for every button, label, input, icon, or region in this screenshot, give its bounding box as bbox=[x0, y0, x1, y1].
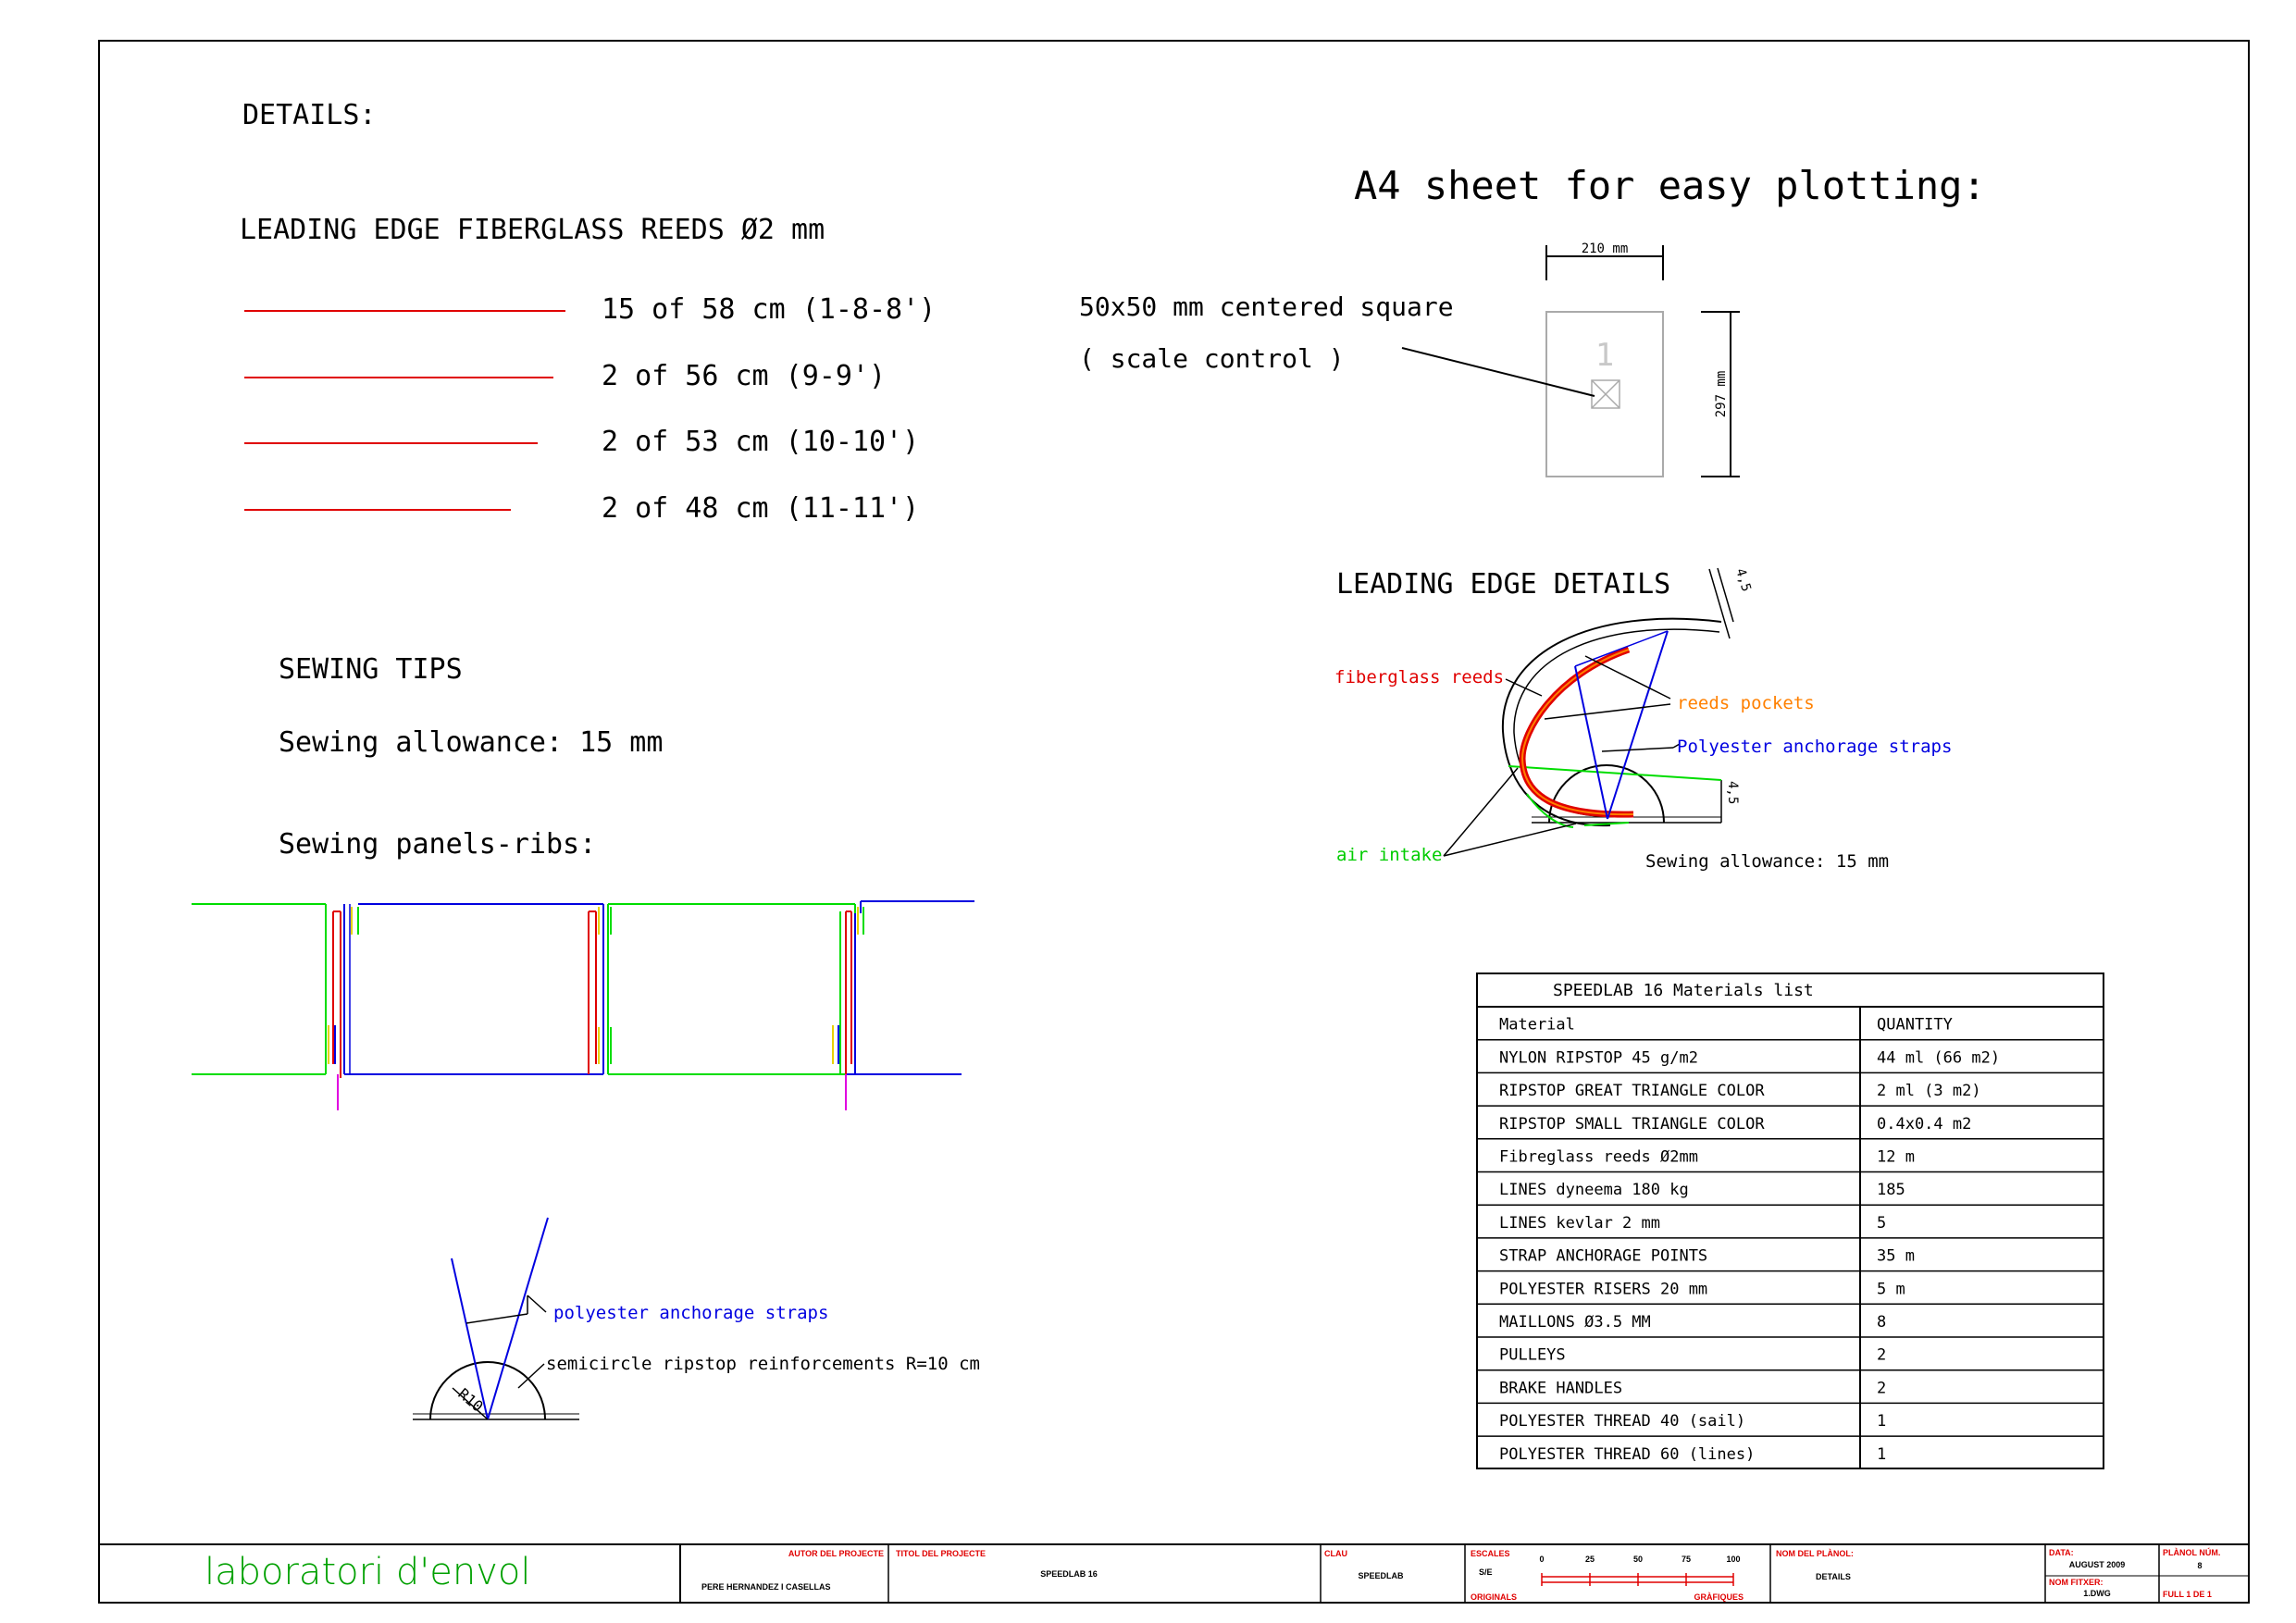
table-cell-quantity: 1 bbox=[1877, 1412, 1886, 1431]
clau-label: CLAU bbox=[1324, 1549, 1347, 1558]
table-cell-quantity: 2 ml (3 m2) bbox=[1877, 1082, 1981, 1100]
a4-sheet bbox=[1545, 311, 1664, 477]
scale-tick: 50 bbox=[1633, 1555, 1643, 1564]
originals-label: ORIGINALS bbox=[1471, 1592, 1517, 1602]
reed-label: 2 of 56 cm (9-9') bbox=[602, 360, 886, 392]
reinforcement-semicircle bbox=[429, 1361, 546, 1420]
dim-top-label: 4,5 bbox=[1732, 566, 1754, 593]
table-cell-material: LINES kevlar 2 mm bbox=[1499, 1214, 1660, 1233]
table-cell-material: RIPSTOP SMALL TRIANGLE COLOR bbox=[1499, 1115, 1765, 1134]
label-reeds-pockets: reeds pockets bbox=[1677, 693, 1815, 713]
anchor-semicircle bbox=[1548, 764, 1665, 824]
semicircle-reinforcement-label: semicircle ripstop reinforcements R=10 c… bbox=[546, 1354, 980, 1374]
data-value: AUGUST 2009 bbox=[2069, 1560, 2126, 1569]
a4-height-label: 297 mm bbox=[1714, 371, 1729, 418]
label-anchorage-straps: Polyester anchorage straps bbox=[1677, 737, 1952, 757]
table-cell-material: MAILLONS Ø3.5 MM bbox=[1499, 1313, 1651, 1332]
table-cell-material: STRAP ANCHORAGE POINTS bbox=[1499, 1247, 1707, 1266]
leading-edge-title: LEADING EDGE DETAILS bbox=[1336, 568, 1670, 601]
materials-table: SPEEDLAB 16 Materials list Material QUANT… bbox=[1476, 973, 2104, 1469]
table-cell-quantity: 2 bbox=[1877, 1379, 1886, 1397]
scale-tick: 75 bbox=[1682, 1555, 1691, 1564]
fitxer-label: NOM FITXER: bbox=[2049, 1578, 2104, 1587]
sewing-allowance: Sewing allowance: 15 mm bbox=[279, 726, 663, 759]
panels-ribs-diagram bbox=[192, 900, 974, 1110]
table-cell-quantity: 35 m bbox=[1877, 1247, 1915, 1266]
clau-value: SPEEDLAB bbox=[1358, 1571, 1404, 1580]
reed-list: 15 of 58 cm (1-8-8') 2 of 56 cm (9-9') 2… bbox=[244, 293, 936, 525]
table-cell-material: BRAKE HANDLES bbox=[1499, 1379, 1622, 1397]
semicircle-diagram: R10 polyester anchorage straps semicircl… bbox=[413, 1217, 980, 1420]
table-cell-material: POLYESTER THREAD 60 (lines) bbox=[1499, 1445, 1755, 1464]
a4-width-label: 210 mm bbox=[1582, 242, 1629, 256]
semicircle-straps-label: polyester anchorage straps bbox=[553, 1303, 828, 1323]
sewing-title: SEWING TIPS bbox=[279, 653, 463, 686]
table-cell-quantity: 2 bbox=[1877, 1346, 1886, 1365]
table-cell-quantity: 0.4x0.4 m2 bbox=[1877, 1115, 1971, 1134]
scale-control-square bbox=[1591, 379, 1620, 409]
table-cell-quantity: 5 m bbox=[1877, 1280, 1905, 1298]
a4-sheet-diagram: 210 mm 1 297 mm bbox=[1401, 242, 1740, 477]
table-cell-material: RIPSTOP GREAT TRIANGLE COLOR bbox=[1499, 1082, 1765, 1100]
nom-planol-label: NOM DEL PLÀNOL: bbox=[1776, 1549, 1854, 1558]
planol-num-label: PLÀNOL NÚM. bbox=[2163, 1547, 2220, 1557]
data-label: DATA: bbox=[2049, 1548, 2074, 1557]
title-block: laboratori d'envol AUTOR DEL PROJECTE PE… bbox=[99, 1543, 2249, 1603]
table-cell-quantity: 185 bbox=[1877, 1181, 1905, 1199]
autor-value: PERE HERNANDEZ I CASELLAS bbox=[701, 1582, 831, 1592]
scale-tick: 25 bbox=[1585, 1555, 1595, 1564]
materials-title: SPEEDLAB 16 Materials list bbox=[1553, 981, 1814, 1000]
table-cell-quantity: 1 bbox=[1877, 1445, 1886, 1464]
escales-label: ESCALES bbox=[1471, 1549, 1510, 1558]
table-cell-material: POLYESTER THREAD 40 (sail) bbox=[1499, 1412, 1745, 1431]
nom-planol-value: DETAILS bbox=[1816, 1572, 1851, 1581]
scale-tick: 0 bbox=[1539, 1555, 1544, 1564]
table-cell-material: Fibreglass reeds Ø2mm bbox=[1499, 1148, 1698, 1167]
titol-label: TITOL DEL PROJECTE bbox=[896, 1549, 986, 1558]
table-cell-quantity: 8 bbox=[1877, 1313, 1886, 1332]
scale-tick: 100 bbox=[1726, 1555, 1740, 1564]
table-cell-quantity: 5 bbox=[1877, 1214, 1886, 1233]
scale-bar: 0 25 50 75 100 bbox=[1539, 1555, 1741, 1586]
table-header-material: Material bbox=[1499, 1016, 1575, 1035]
reed-label: 15 of 58 cm (1-8-8') bbox=[602, 293, 936, 326]
table-cell-material: PULLEYS bbox=[1499, 1346, 1566, 1365]
sheet-border bbox=[98, 40, 2250, 1604]
details-heading: DETAILS: bbox=[242, 99, 377, 131]
reeds-title: LEADING EDGE FIBERGLASS REEDS Ø2 mm bbox=[240, 214, 825, 246]
label-fiberglass-reeds: fiberglass reeds bbox=[1334, 667, 1504, 688]
fitxer-value: 1.DWG bbox=[2083, 1589, 2111, 1598]
sewing-panels: Sewing panels-ribs: bbox=[279, 828, 596, 861]
table-cell-quantity: 44 ml (66 m2) bbox=[1877, 1048, 2000, 1067]
full-value: FULL 1 DE 1 bbox=[2163, 1590, 2212, 1599]
leading-edge-diagram: 4,5 4,5 fiberglass reeds reeds pockets bbox=[1334, 566, 1952, 872]
planol-num-value: 8 bbox=[2197, 1561, 2202, 1570]
grafiques-label: GRÀFIQUES bbox=[1694, 1592, 1744, 1602]
a4-note-line1: 50x50 mm centered square bbox=[1079, 291, 1454, 322]
table-cell-quantity: 12 m bbox=[1877, 1148, 1915, 1167]
titol-value: SPEEDLAB 16 bbox=[1040, 1569, 1098, 1579]
a4-title: A4 sheet for easy plotting: bbox=[1354, 163, 1986, 208]
label-sewing-allowance-detail: Sewing allowance: 15 mm bbox=[1645, 851, 1889, 872]
a4-note-line2: ( scale control ) bbox=[1079, 343, 1345, 374]
table-cell-material: NYLON RIPSTOP 45 g/m2 bbox=[1499, 1048, 1698, 1067]
materials-rows: Material QUANTITY NYLON RIPSTOP 45 g/m2 44 … bbox=[1477, 1016, 2104, 1464]
autor-label: AUTOR DEL PROJECTE bbox=[788, 1549, 884, 1558]
a4-page-number: 1 bbox=[1595, 337, 1614, 374]
table-cell-material: LINES dyneema 180 kg bbox=[1499, 1181, 1689, 1199]
reed-label: 2 of 48 cm (11-11') bbox=[602, 492, 919, 525]
reed-label: 2 of 53 cm (10-10') bbox=[602, 426, 919, 458]
dim-side-label: 4,5 bbox=[1725, 781, 1740, 804]
table-header-quantity: QUANTITY bbox=[1877, 1016, 1953, 1035]
escales-value: S/E bbox=[1479, 1567, 1493, 1577]
label-air-intake: air intake bbox=[1336, 845, 1442, 865]
table-cell-material: POLYESTER RISERS 20 mm bbox=[1499, 1280, 1707, 1298]
company-name: laboratori d'envol bbox=[205, 1551, 530, 1593]
